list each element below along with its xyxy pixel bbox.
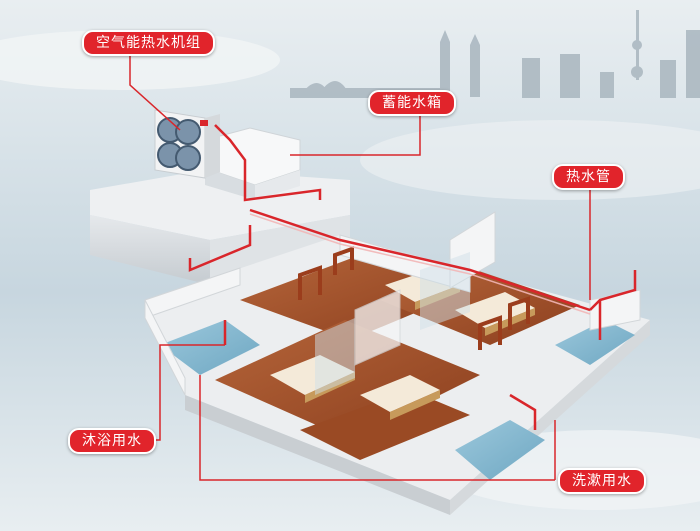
label-wash-water: 洗漱用水 <box>558 468 646 494</box>
label-bath-water: 沐浴用水 <box>68 428 156 454</box>
heat-pump-unit <box>154 109 220 179</box>
bathroom-floor-front <box>455 420 545 480</box>
bathroom-floor-right <box>555 320 635 365</box>
door-frames <box>298 246 530 350</box>
label-air-heat-pump: 空气能热水机组 <box>82 30 215 56</box>
storage-tank <box>204 127 301 200</box>
hot-water-pipes <box>188 124 637 430</box>
label-hot-water-pipe: 热水管 <box>552 164 625 190</box>
label-storage-tank: 蓄能水箱 <box>368 90 456 116</box>
bed-4 <box>360 375 440 420</box>
bathroom-floor-left <box>160 320 260 375</box>
